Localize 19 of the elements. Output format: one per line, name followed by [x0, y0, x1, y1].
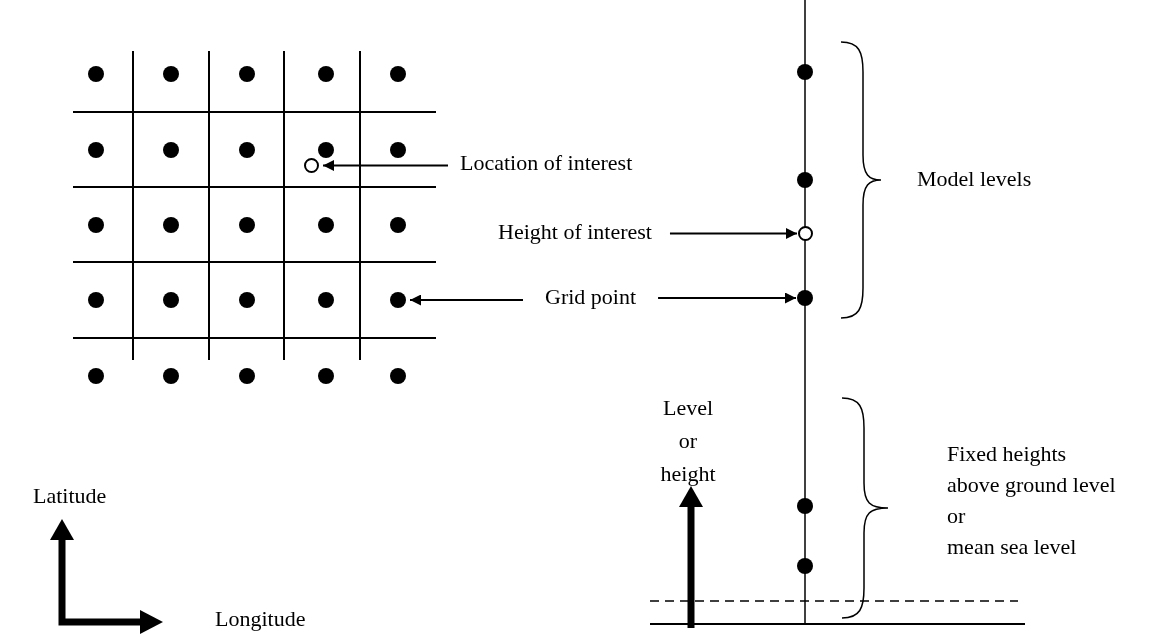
- arrow: [322, 160, 449, 171]
- axis-label: Longitude: [215, 606, 306, 632]
- annotation: above ground level: [947, 472, 1116, 498]
- open-point: [798, 226, 813, 241]
- axis-label: Latitude: [33, 483, 107, 509]
- text-label: Height of interest: [498, 219, 652, 245]
- text-label: Location of interest: [460, 150, 633, 176]
- text-label: Grid point: [545, 284, 637, 310]
- grid-point: [797, 290, 813, 306]
- arrow: [657, 292, 797, 304]
- annotation: mean sea level: [947, 534, 1077, 560]
- arrow: [409, 294, 524, 306]
- annotation: Model levels: [917, 166, 1032, 192]
- annotation: Fixed heights: [947, 441, 1067, 467]
- grid-point: [390, 292, 406, 308]
- axis-label: Level or height: [659, 394, 717, 488]
- arrow: [668, 228, 798, 239]
- open-point: [304, 158, 319, 173]
- annotation: or: [947, 503, 966, 529]
